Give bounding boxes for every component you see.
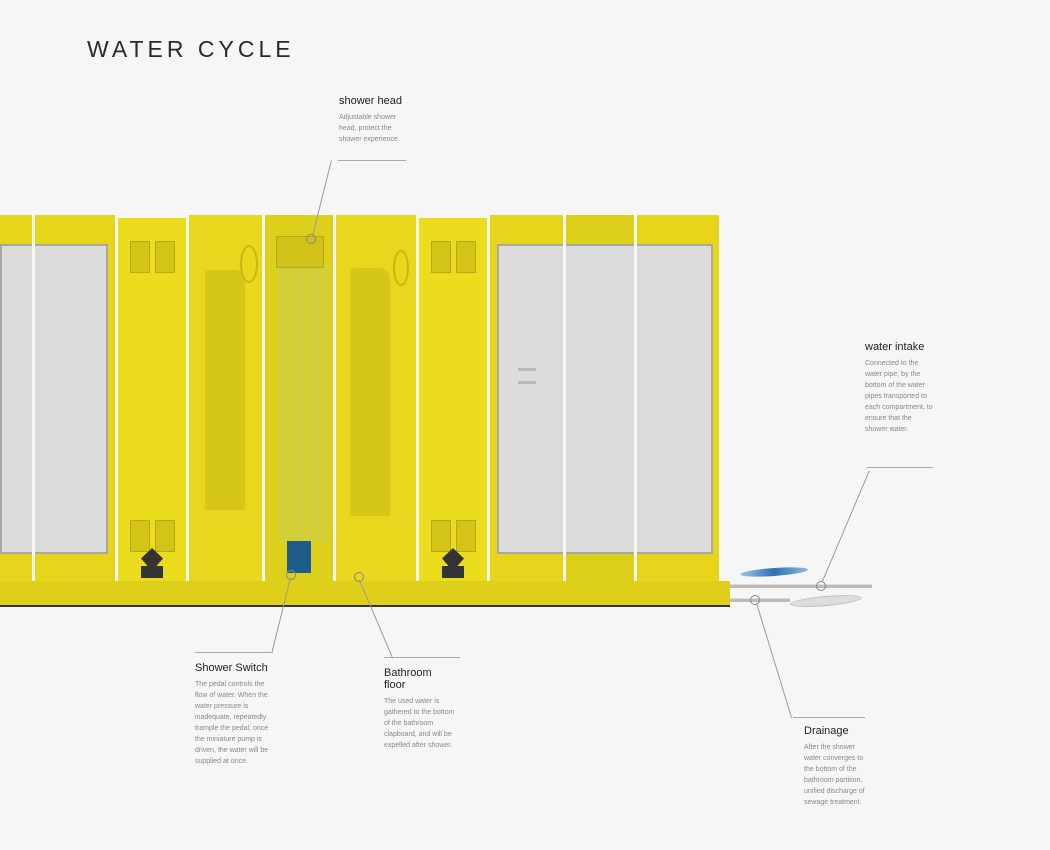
callout-heading: shower head — [339, 95, 402, 107]
marker-ring — [816, 581, 826, 591]
shower-head — [276, 236, 324, 268]
callout-heading: Bathroom floor — [384, 667, 432, 691]
waste-stream — [789, 592, 863, 610]
callout-body: Adjustable shower head, protect the show… — [339, 114, 400, 143]
marker-ring — [750, 595, 760, 605]
marker-ring — [354, 572, 364, 582]
marker-ring — [286, 570, 296, 580]
callout-water-intake: water intake Connected to the water pipe… — [865, 341, 933, 435]
soap-dish — [240, 245, 258, 283]
latch-icon — [141, 548, 163, 578]
bench — [205, 270, 245, 510]
callout-body: After the shower water converges to the … — [804, 744, 865, 806]
water-stream — [739, 565, 809, 579]
callout-body: The used water is gathered to the bottom… — [384, 698, 455, 749]
bench — [350, 268, 390, 516]
door-handle — [518, 368, 536, 384]
callout-drainage: Drainage After the shower water converge… — [804, 725, 872, 808]
callout-bathroom-floor: Bathroom floor The used water is gathere… — [384, 667, 456, 751]
latch-icon — [442, 548, 464, 578]
water-spray — [278, 266, 328, 542]
vent-window — [155, 520, 175, 552]
callout-body: The pedal controls the flow of water. Wh… — [195, 681, 269, 765]
callout-body: Connected to the water pipe, by the bott… — [865, 360, 933, 433]
drain-pipe — [730, 598, 790, 602]
vent-window — [431, 520, 451, 552]
stall-door-left — [0, 244, 108, 554]
vent-window — [130, 241, 150, 273]
callout-shower-switch: Shower Switch The pedal controls the flo… — [195, 662, 270, 767]
vent-window — [130, 520, 150, 552]
stall-door-right — [497, 244, 713, 554]
vent-window — [155, 241, 175, 273]
panel — [118, 218, 186, 581]
marker-ring — [306, 234, 316, 244]
vent-window — [431, 241, 451, 273]
callout-shower-head: shower head Adjustable shower head, prot… — [339, 95, 409, 145]
shower-pedal — [287, 541, 311, 573]
callout-heading: water intake — [865, 341, 925, 353]
soap-dish — [393, 250, 409, 286]
callout-heading: Drainage — [804, 725, 849, 737]
page-title: WATER CYCLE — [87, 36, 295, 62]
panel — [419, 218, 487, 581]
vent-window — [456, 520, 476, 552]
callout-heading: Shower Switch — [195, 662, 268, 674]
intake-pipe — [730, 584, 872, 588]
vent-window — [456, 241, 476, 273]
